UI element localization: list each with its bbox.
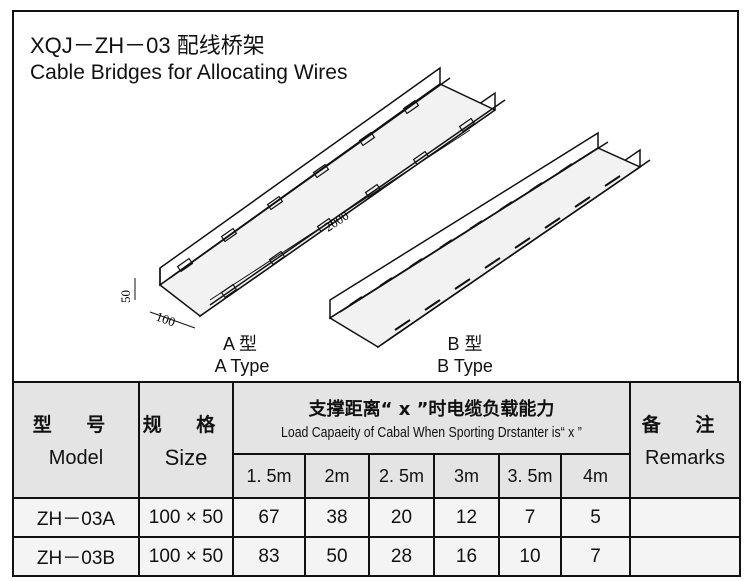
- size-cell: 100 × 50: [138, 536, 234, 577]
- span-header: 1. 5m: [232, 453, 306, 499]
- type-a-tray-drawing: [134, 66, 506, 329]
- product-english-title: Cable Bridges for Allocating Wires: [30, 61, 348, 84]
- remarks-cell: [629, 497, 742, 538]
- span-header: 2. 5m: [368, 453, 435, 499]
- cable-tray-drawings: 2000 50 100: [118, 66, 651, 349]
- load-cell: 83: [232, 536, 306, 577]
- header-model-cn: 型 号: [32, 414, 120, 436]
- header-model: 型 号 Model: [12, 381, 140, 499]
- type-a-label-cn: A 型: [222, 334, 257, 354]
- header-load-en: Load Capaeity of Cabal When Sporting Drs…: [281, 423, 582, 441]
- span-header: 4m: [559, 453, 632, 499]
- type-b-tray-drawing: [328, 131, 651, 349]
- load-cell: 67: [232, 497, 306, 538]
- load-cell: 38: [304, 497, 370, 538]
- header-size-en: Size: [164, 444, 208, 470]
- load-cell: 7: [559, 536, 632, 577]
- load-cell: 12: [433, 497, 500, 538]
- type-b-label-cn: B 型: [447, 334, 483, 354]
- width-dimension: 100: [154, 309, 177, 330]
- header-load: 支撑距离“ x ”时电缆负载能力 Load Capaeity of Cabal …: [231, 381, 632, 455]
- load-cell: 5: [559, 497, 632, 538]
- load-cell: 50: [304, 536, 370, 577]
- header-size: 规 格 Size: [138, 381, 234, 499]
- span-header: 2m: [304, 453, 370, 499]
- model-cell: ZH－03A: [12, 497, 140, 538]
- header-remarks: 备 注 Remarks: [629, 381, 742, 499]
- load-cell: 20: [368, 497, 435, 538]
- table-row: ZH－03B 100 × 50 83 50 28 16 10 7: [12, 536, 742, 577]
- product-code-title: XQJ－ZH－03 配线桥架: [30, 33, 265, 58]
- load-cell: 7: [498, 497, 562, 538]
- model-cell: ZH－03B: [12, 536, 140, 577]
- type-a-label-en: A Type: [214, 356, 270, 376]
- span-header: 3. 5m: [498, 453, 562, 499]
- height-dimension: 50: [118, 290, 133, 303]
- load-cell: 28: [368, 536, 435, 577]
- load-capacity-table: 型 号 Model 规 格 Size 支撑距离“ x ”时电缆负载能力 Load…: [12, 381, 742, 577]
- load-cell: 16: [433, 536, 500, 577]
- header-load-cn: 支撑距离“ x ”时电缆负载能力: [308, 398, 555, 420]
- span-header: 3m: [433, 453, 500, 499]
- type-b-label-en: B Type: [437, 356, 493, 376]
- header-model-en: Model: [48, 447, 104, 469]
- header-remarks-cn: 备 注: [641, 414, 729, 436]
- size-cell: 100 × 50: [138, 497, 234, 538]
- remarks-cell: [629, 536, 742, 577]
- header-size-cn: 规 格: [142, 413, 230, 436]
- load-cell: 10: [498, 536, 562, 577]
- table-row: ZH－03A 100 × 50 67 38 20 12 7 5: [12, 497, 742, 538]
- header-remarks-en: Remarks: [645, 447, 726, 469]
